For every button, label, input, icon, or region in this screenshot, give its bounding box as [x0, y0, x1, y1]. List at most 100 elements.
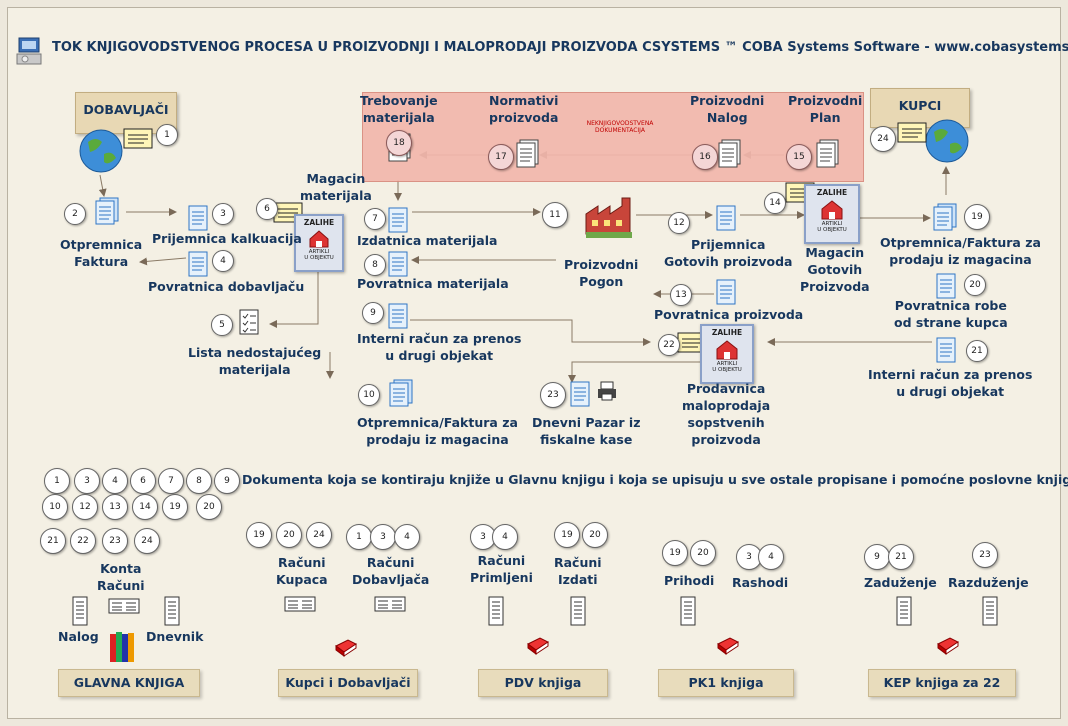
step-number-badge: 3 [212, 203, 234, 225]
povratnica-dobavljacu-label: Povratnica dobavljaču [148, 279, 305, 294]
non-accounting-docs-area [362, 92, 864, 182]
prihodi-label: Prihodi [664, 573, 715, 588]
document-icon [714, 278, 738, 310]
ledger-icon [108, 598, 140, 618]
step-number-badge: 20 [196, 494, 222, 520]
book-icon [936, 636, 960, 660]
step-number-badge: 9 [864, 544, 890, 570]
kupci-dobavljaci-button[interactable]: Kupci i Dobavljači [278, 669, 418, 697]
step-number-badge: 4 [394, 524, 420, 550]
globe-icon [924, 118, 970, 168]
ledger-icon [896, 596, 912, 630]
rashodi-label: Rashodi [732, 575, 789, 590]
document-icon [386, 302, 410, 334]
paper-document-icon [514, 138, 540, 172]
ledger-icon [284, 596, 316, 616]
povratnica-proizvoda-label: Povratnica proizvoda [654, 307, 804, 322]
step-number-badge: 3 [74, 468, 100, 494]
document-icon [186, 204, 210, 236]
step-number-badge: 13 [670, 284, 692, 306]
dnevnik-label: Dnevnik [146, 629, 204, 644]
step-number-badge: 24 [306, 522, 332, 548]
book-icon [526, 636, 550, 660]
ledger-icon [680, 596, 696, 630]
step-number-badge: 6 [256, 198, 278, 220]
step-number-badge: 4 [102, 468, 128, 494]
ledger-icon [570, 596, 586, 630]
step-number-badge: 19 [964, 204, 990, 230]
step-number-badge: 22 [70, 528, 96, 554]
glavna-knjiga-button[interactable]: GLAVNA KNJIGA [58, 669, 200, 697]
step-number-badge: 24 [870, 126, 896, 152]
document-icon [186, 250, 210, 282]
document-icon [934, 336, 958, 368]
step-number-badge: 4 [212, 250, 234, 272]
book-icon [108, 630, 138, 668]
step-number-badge: 19 [246, 522, 272, 548]
globe-icon [78, 128, 124, 178]
step-number-badge: 7 [158, 468, 184, 494]
step-number-badge: 1 [44, 468, 70, 494]
scroll-note-icon [122, 126, 154, 154]
razduzenje-label: Razduženje [948, 575, 1029, 590]
izdatnica-label: Izdatnica materijala [357, 233, 498, 248]
step-number-badge: 19 [662, 540, 688, 566]
step-number-badge: 21 [40, 528, 66, 554]
step-number-badge: 19 [162, 494, 188, 520]
printer-icon [596, 380, 618, 406]
step-number-badge: 13 [102, 494, 128, 520]
step-number-badge: 1 [156, 124, 178, 146]
ledger-icon [982, 596, 998, 630]
step-number-badge: 23 [102, 528, 128, 554]
step-number-badge: 24 [134, 528, 160, 554]
step-number-badge: 17 [488, 144, 514, 170]
step-number-badge: 18 [386, 130, 412, 156]
document-icon [386, 378, 414, 412]
pdv-knjiga-button[interactable]: PDV knjiga [478, 669, 608, 697]
kep-knjiga-button[interactable]: KEP knjiga za 22 [868, 669, 1016, 697]
step-number-badge: 20 [690, 540, 716, 566]
step-number-badge: 21 [888, 544, 914, 570]
step-number-badge: 3 [736, 544, 762, 570]
prijemnica-kalkuacija-label: Prijemnica kalkuacija [152, 231, 302, 246]
step-number-badge: 23 [540, 382, 566, 408]
zaduzenje-label: Zaduženje [864, 575, 937, 590]
step-number-badge: 8 [364, 254, 386, 276]
povratnica-materijala-label: Povratnica materijala [357, 276, 509, 291]
step-number-badge: 3 [370, 524, 396, 550]
book-icon [716, 636, 740, 660]
step-number-badge: 10 [42, 494, 68, 520]
document-icon [386, 206, 410, 238]
factory-icon [582, 188, 638, 246]
step-number-badge: 14 [132, 494, 158, 520]
step-number-badge: 20 [964, 274, 986, 296]
step-number-badge: 10 [358, 384, 380, 406]
step-number-badge: 7 [364, 208, 386, 230]
ledger-icon [374, 596, 406, 616]
document-icon [714, 204, 738, 236]
pk1-knjiga-button[interactable]: PK1 knjiga [658, 669, 794, 697]
document-icon [934, 272, 958, 304]
legend-text: Dokumenta koja se kontiraju knjiže u Gla… [242, 472, 1068, 487]
step-number-badge: 1 [346, 524, 372, 550]
step-number-badge: 11 [542, 202, 568, 228]
step-number-badge: 9 [214, 468, 240, 494]
ledger-icon [488, 596, 504, 630]
